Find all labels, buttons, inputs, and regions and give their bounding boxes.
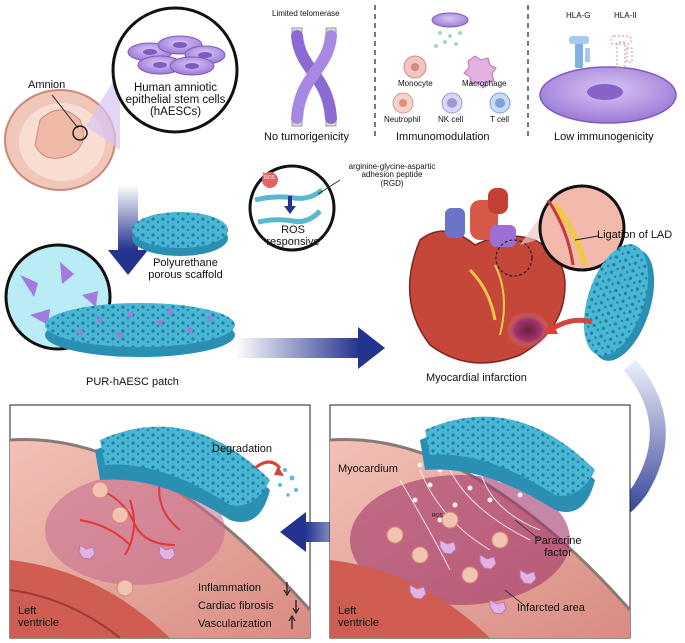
scaffold-label: Polyurethane porous scaffold	[138, 257, 233, 281]
degradation-label: Degradation	[212, 443, 272, 455]
right-lv-line1: Left	[338, 605, 357, 617]
nk-cell-label: NK cell	[438, 115, 464, 124]
limited-telomerase-label: Limited telomerase	[272, 9, 340, 18]
paracrine-label-line2: factor	[544, 546, 572, 559]
right-lv-line2: ventricle	[338, 616, 379, 629]
paracrine-pointer	[514, 519, 541, 541]
porous-scaffold	[132, 212, 228, 256]
ros-tag-label: ROS	[264, 175, 275, 181]
lad-circle	[538, 184, 626, 272]
left-lv-line1: Left	[18, 605, 37, 617]
arrow-patch-to-heart	[235, 327, 385, 369]
hla-ii-label: HLA-II	[614, 11, 637, 20]
amnion-pointer	[51, 94, 79, 129]
infarcted-area-label: Infarcted area	[517, 602, 585, 614]
hla-ii-receptor	[616, 41, 626, 69]
arrow-amnion-to-patch	[108, 185, 148, 275]
chromosome-icon	[291, 27, 337, 127]
haesc-cell-cluster	[127, 35, 226, 76]
ros-mechanism	[254, 172, 324, 225]
rgd-label: arginine-glycine-aspartic adhesion pepti…	[332, 162, 452, 188]
vascularization-label: Vascularization	[198, 618, 272, 630]
myocardium-label: Myocardium	[338, 463, 398, 475]
lad-vessel	[552, 203, 588, 266]
ros-small-label: ROS	[432, 513, 443, 519]
rgd-pointer	[317, 179, 341, 195]
left-panel-immune-cells	[78, 481, 176, 597]
paracrine-label-line1: Paracrine	[534, 535, 582, 547]
ros-responsive-line1: ROS	[281, 224, 305, 236]
degradation-arrow	[254, 460, 282, 470]
haesc-label-line1: Human amniotic	[133, 82, 218, 94]
hla-g-receptor	[575, 42, 583, 68]
hla-g-label: HLA-G	[566, 11, 591, 20]
heart-side-patch	[583, 244, 655, 361]
amnion-fetus-illustration	[4, 89, 116, 191]
scaffold-label-line2: porous scaffold	[148, 268, 223, 281]
paracrine-label: Paracrine factor	[528, 535, 588, 559]
immune-cells	[392, 12, 511, 114]
right-panel-immune-cells	[386, 511, 537, 615]
amnion-zoom-circle	[72, 125, 88, 141]
ros-responsive-label: ROS responsive	[258, 224, 328, 248]
effect-arrows	[283, 582, 300, 629]
degradation-particles	[278, 468, 298, 497]
monocyte-label: Monocyte	[398, 79, 433, 88]
ligation-label: Ligation of LAD	[597, 229, 673, 241]
rgd-label-line3: (RGD)	[380, 178, 404, 188]
no-tumorigenicity-label: No tumorigenicity	[264, 131, 349, 143]
infarct-pointer	[504, 589, 526, 607]
rgd-label-line1: arginine-glycine-aspartic	[348, 162, 436, 171]
haesc-label: Human amniotic epithelial stem cells (hA…	[118, 82, 233, 118]
macrophage-label: Macrophage	[462, 79, 507, 88]
immunomodulation-label: Immunomodulation	[396, 131, 490, 143]
pur-haesc-patch	[45, 303, 235, 357]
zoom-cone	[86, 70, 120, 150]
left-lv-line2: ventricle	[18, 616, 59, 629]
haesc-label-line2: epithelial stem cells	[125, 94, 226, 107]
haesc-label-line3: (hAESCs)	[149, 106, 202, 119]
left-lv-label: Left ventricle	[18, 605, 59, 629]
right-panel	[329, 404, 631, 639]
heart-illustration	[408, 188, 566, 364]
neutrophil-label: Neutrophil	[384, 115, 421, 124]
rgd-label-line2: adhesion peptide	[361, 170, 423, 180]
secreted-dots	[434, 31, 462, 48]
t-cell-label: T cell	[490, 115, 509, 124]
lad-zoom-circle	[495, 239, 533, 277]
ros-tag-circle	[262, 172, 278, 188]
mi-label: Myocardial infarction	[426, 372, 527, 384]
ligation-pointer	[574, 235, 599, 241]
fibrosis-label: Cardiac fibrosis	[198, 600, 274, 612]
infarct-zone	[506, 312, 550, 348]
low-immunogenicity-label: Low immunogenicity	[554, 131, 654, 143]
scaffold-label-line1: Polyurethane	[153, 257, 218, 269]
amnion-label: Amnion	[28, 79, 66, 91]
patch-label: PUR-hAESC patch	[86, 376, 179, 388]
low-immunogenicity-cell	[539, 35, 677, 124]
macrophage-icon	[463, 55, 497, 89]
left-panel	[9, 404, 311, 639]
ros-responsive-line2: responsive	[266, 235, 320, 248]
inflammation-label: Inflammation	[198, 582, 261, 594]
right-lv-label: Left ventricle	[338, 605, 379, 629]
